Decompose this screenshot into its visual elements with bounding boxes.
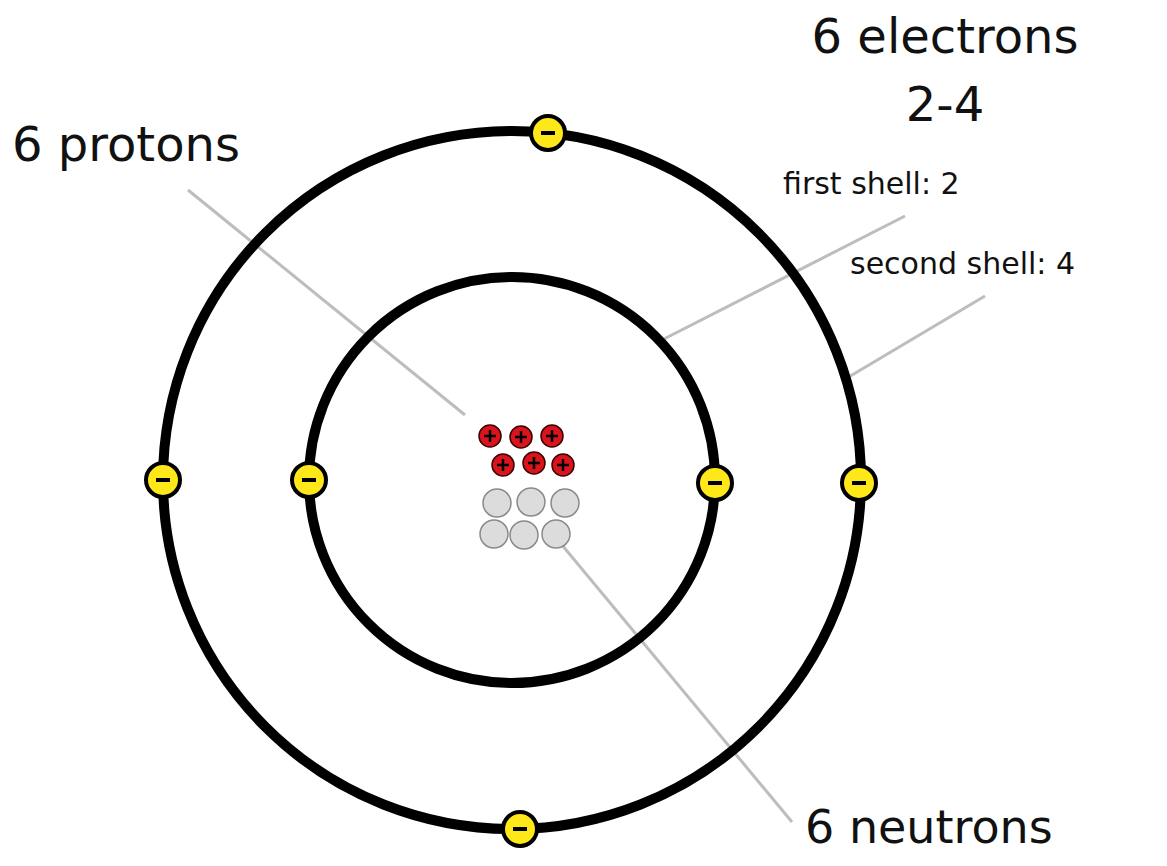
electron xyxy=(146,463,180,497)
neutron xyxy=(517,488,545,516)
electron-count: 6 electrons xyxy=(812,8,1079,66)
inner-shell xyxy=(309,277,715,683)
electron xyxy=(842,466,876,500)
electron xyxy=(531,116,565,150)
electron xyxy=(503,812,537,846)
proton xyxy=(523,452,545,474)
electrons xyxy=(146,116,876,846)
proton xyxy=(541,425,563,447)
protons xyxy=(479,425,574,476)
proton xyxy=(552,454,574,476)
electron xyxy=(698,466,732,500)
neutron xyxy=(542,520,570,548)
proton xyxy=(479,425,501,447)
shell-label: first shell: 2 xyxy=(783,166,960,202)
leader-line xyxy=(847,296,985,378)
neutron xyxy=(483,489,511,517)
electron xyxy=(292,463,326,497)
leader-lines xyxy=(188,190,985,822)
neutron xyxy=(551,489,579,517)
shell-label: second shell: 4 xyxy=(850,246,1075,282)
outer-shell xyxy=(163,131,861,829)
shell-configuration: 2-4 xyxy=(906,76,984,134)
leader-line xyxy=(562,545,792,822)
neutron-count: 6 neutrons xyxy=(805,800,1053,855)
neutron xyxy=(480,520,508,548)
proton-count: 6 protons xyxy=(12,116,240,174)
neutrons xyxy=(480,488,579,549)
proton xyxy=(510,426,532,448)
proton xyxy=(492,454,514,476)
neutron xyxy=(510,521,538,549)
